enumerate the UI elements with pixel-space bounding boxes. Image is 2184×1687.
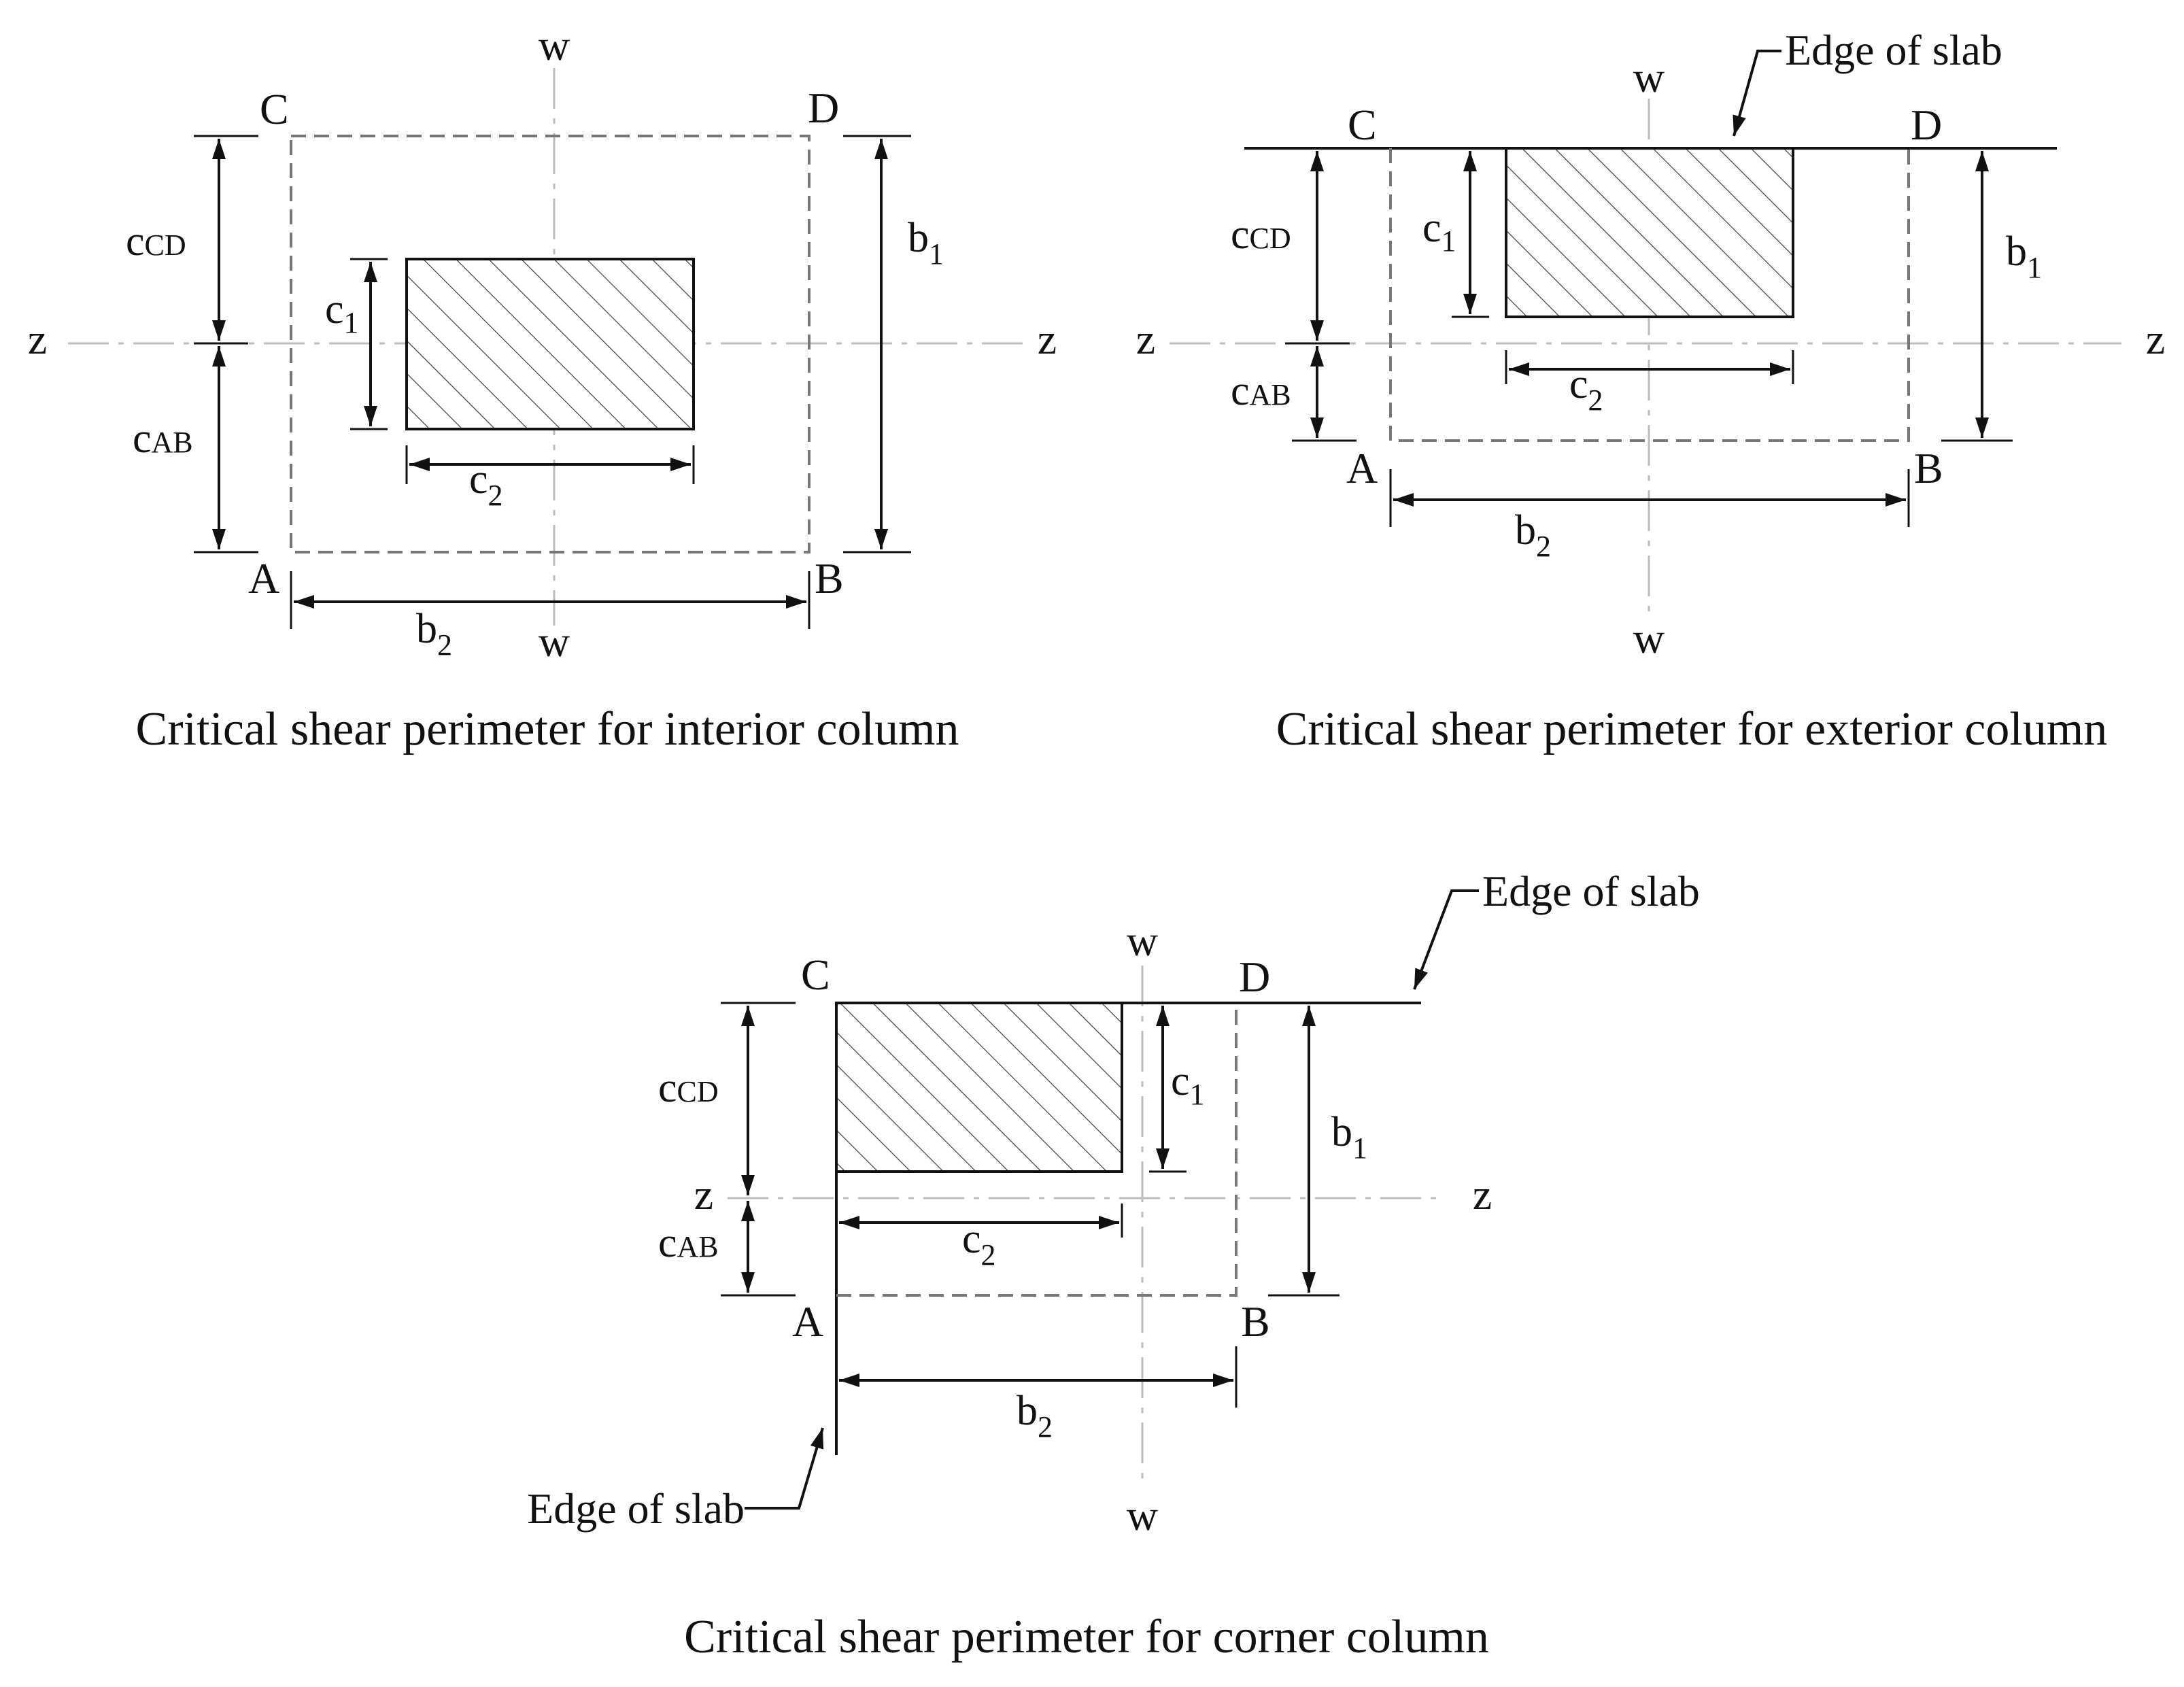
corner-label-w-bottom: w [1127, 1491, 1158, 1539]
corner-label-b2: b2 [1017, 1388, 1053, 1444]
exterior-corner-d: D [1911, 101, 1942, 149]
corner-corner-d: D [1239, 953, 1270, 1001]
interior-corner-b: B [815, 554, 844, 602]
exterior-label-b1: b1 [2006, 228, 2042, 284]
exterior-caption: Critical shear perimeter for exterior co… [1276, 703, 2108, 755]
interior-label-b1: b1 [908, 215, 944, 271]
corner-label-z-left: z [694, 1170, 713, 1219]
exterior-corner-a: A [1346, 444, 1378, 492]
interior-corner-d: D [808, 84, 839, 132]
exterior-label-w-bottom: w [1633, 614, 1665, 662]
corner-label-c2: c2 [962, 1216, 996, 1272]
interior-label-c-cd: cCD [126, 218, 186, 265]
exterior-label-b2: b2 [1515, 507, 1551, 563]
corner-column [835, 1002, 1123, 1173]
corner-edge-of-slab-label-top: Edge of slab [1482, 867, 1700, 915]
corner-label-b1: b1 [1331, 1109, 1367, 1165]
corner-edge-leader-bottom [745, 1427, 824, 1510]
exterior-label-c1: c1 [1422, 205, 1456, 258]
corner-label-z-right: z [1473, 1170, 1492, 1219]
corner-corner-b: B [1241, 1297, 1270, 1346]
interior-label-w-bottom: w [539, 617, 570, 666]
interior-critical-perimeter [290, 135, 811, 553]
interior-label-c-ab: cAB [133, 415, 193, 462]
interior-caption: Critical shear perimeter for interior co… [136, 703, 959, 755]
corner-column-diagram: Edge of slab Edge of slab w w z z C D A … [527, 867, 1700, 1663]
exterior-edge-of-slab-label: Edge of slab [1785, 26, 2002, 74]
corner-label-c-ab: cAB [658, 1220, 719, 1266]
interior-label-w-top: w [539, 21, 570, 69]
interior-corner-c: C [260, 85, 289, 133]
exterior-label-c-cd: cCD [1231, 211, 1291, 258]
interior-column-diagram: w w z z C D A B cCD cAB c1 c2 b1 b2 Crit… [28, 21, 1057, 755]
exterior-label-c-ab: cAB [1231, 368, 1291, 414]
corner-label-c-cd: cCD [658, 1065, 719, 1111]
interior-label-b2: b2 [416, 606, 452, 662]
interior-corner-a: A [248, 554, 279, 602]
interior-label-z-left: z [28, 315, 47, 363]
exterior-corner-c: C [1348, 101, 1377, 149]
interior-label-z-right: z [1038, 315, 1057, 363]
exterior-critical-perimeter [1389, 148, 1910, 442]
corner-corner-a: A [792, 1297, 823, 1346]
exterior-label-z-right: z [2146, 315, 2165, 363]
exterior-edge-leader [1733, 50, 1781, 137]
corner-label-w-top: w [1127, 917, 1158, 965]
exterior-corner-b: B [1914, 444, 1943, 492]
corner-edge-leader-top [1413, 889, 1479, 990]
corner-edge-of-slab-label-bottom: Edge of slab [527, 1484, 745, 1533]
corner-corner-c: C [801, 951, 830, 999]
exterior-label-c2: c2 [1569, 361, 1603, 417]
interior-label-c1: c1 [325, 286, 359, 339]
corner-caption: Critical shear perimeter for corner colu… [684, 1611, 1489, 1663]
exterior-column [1505, 147, 1794, 318]
exterior-column-diagram: Edge of slab w w z z C D A B cCD cAB c1 … [1136, 26, 2165, 755]
interior-column [405, 258, 695, 430]
exterior-label-z-left: z [1136, 315, 1155, 363]
corner-critical-perimeter [836, 1003, 1238, 1297]
interior-label-c2: c2 [469, 456, 503, 512]
corner-label-c1: c1 [1171, 1058, 1205, 1111]
exterior-label-w-top: w [1633, 53, 1665, 101]
